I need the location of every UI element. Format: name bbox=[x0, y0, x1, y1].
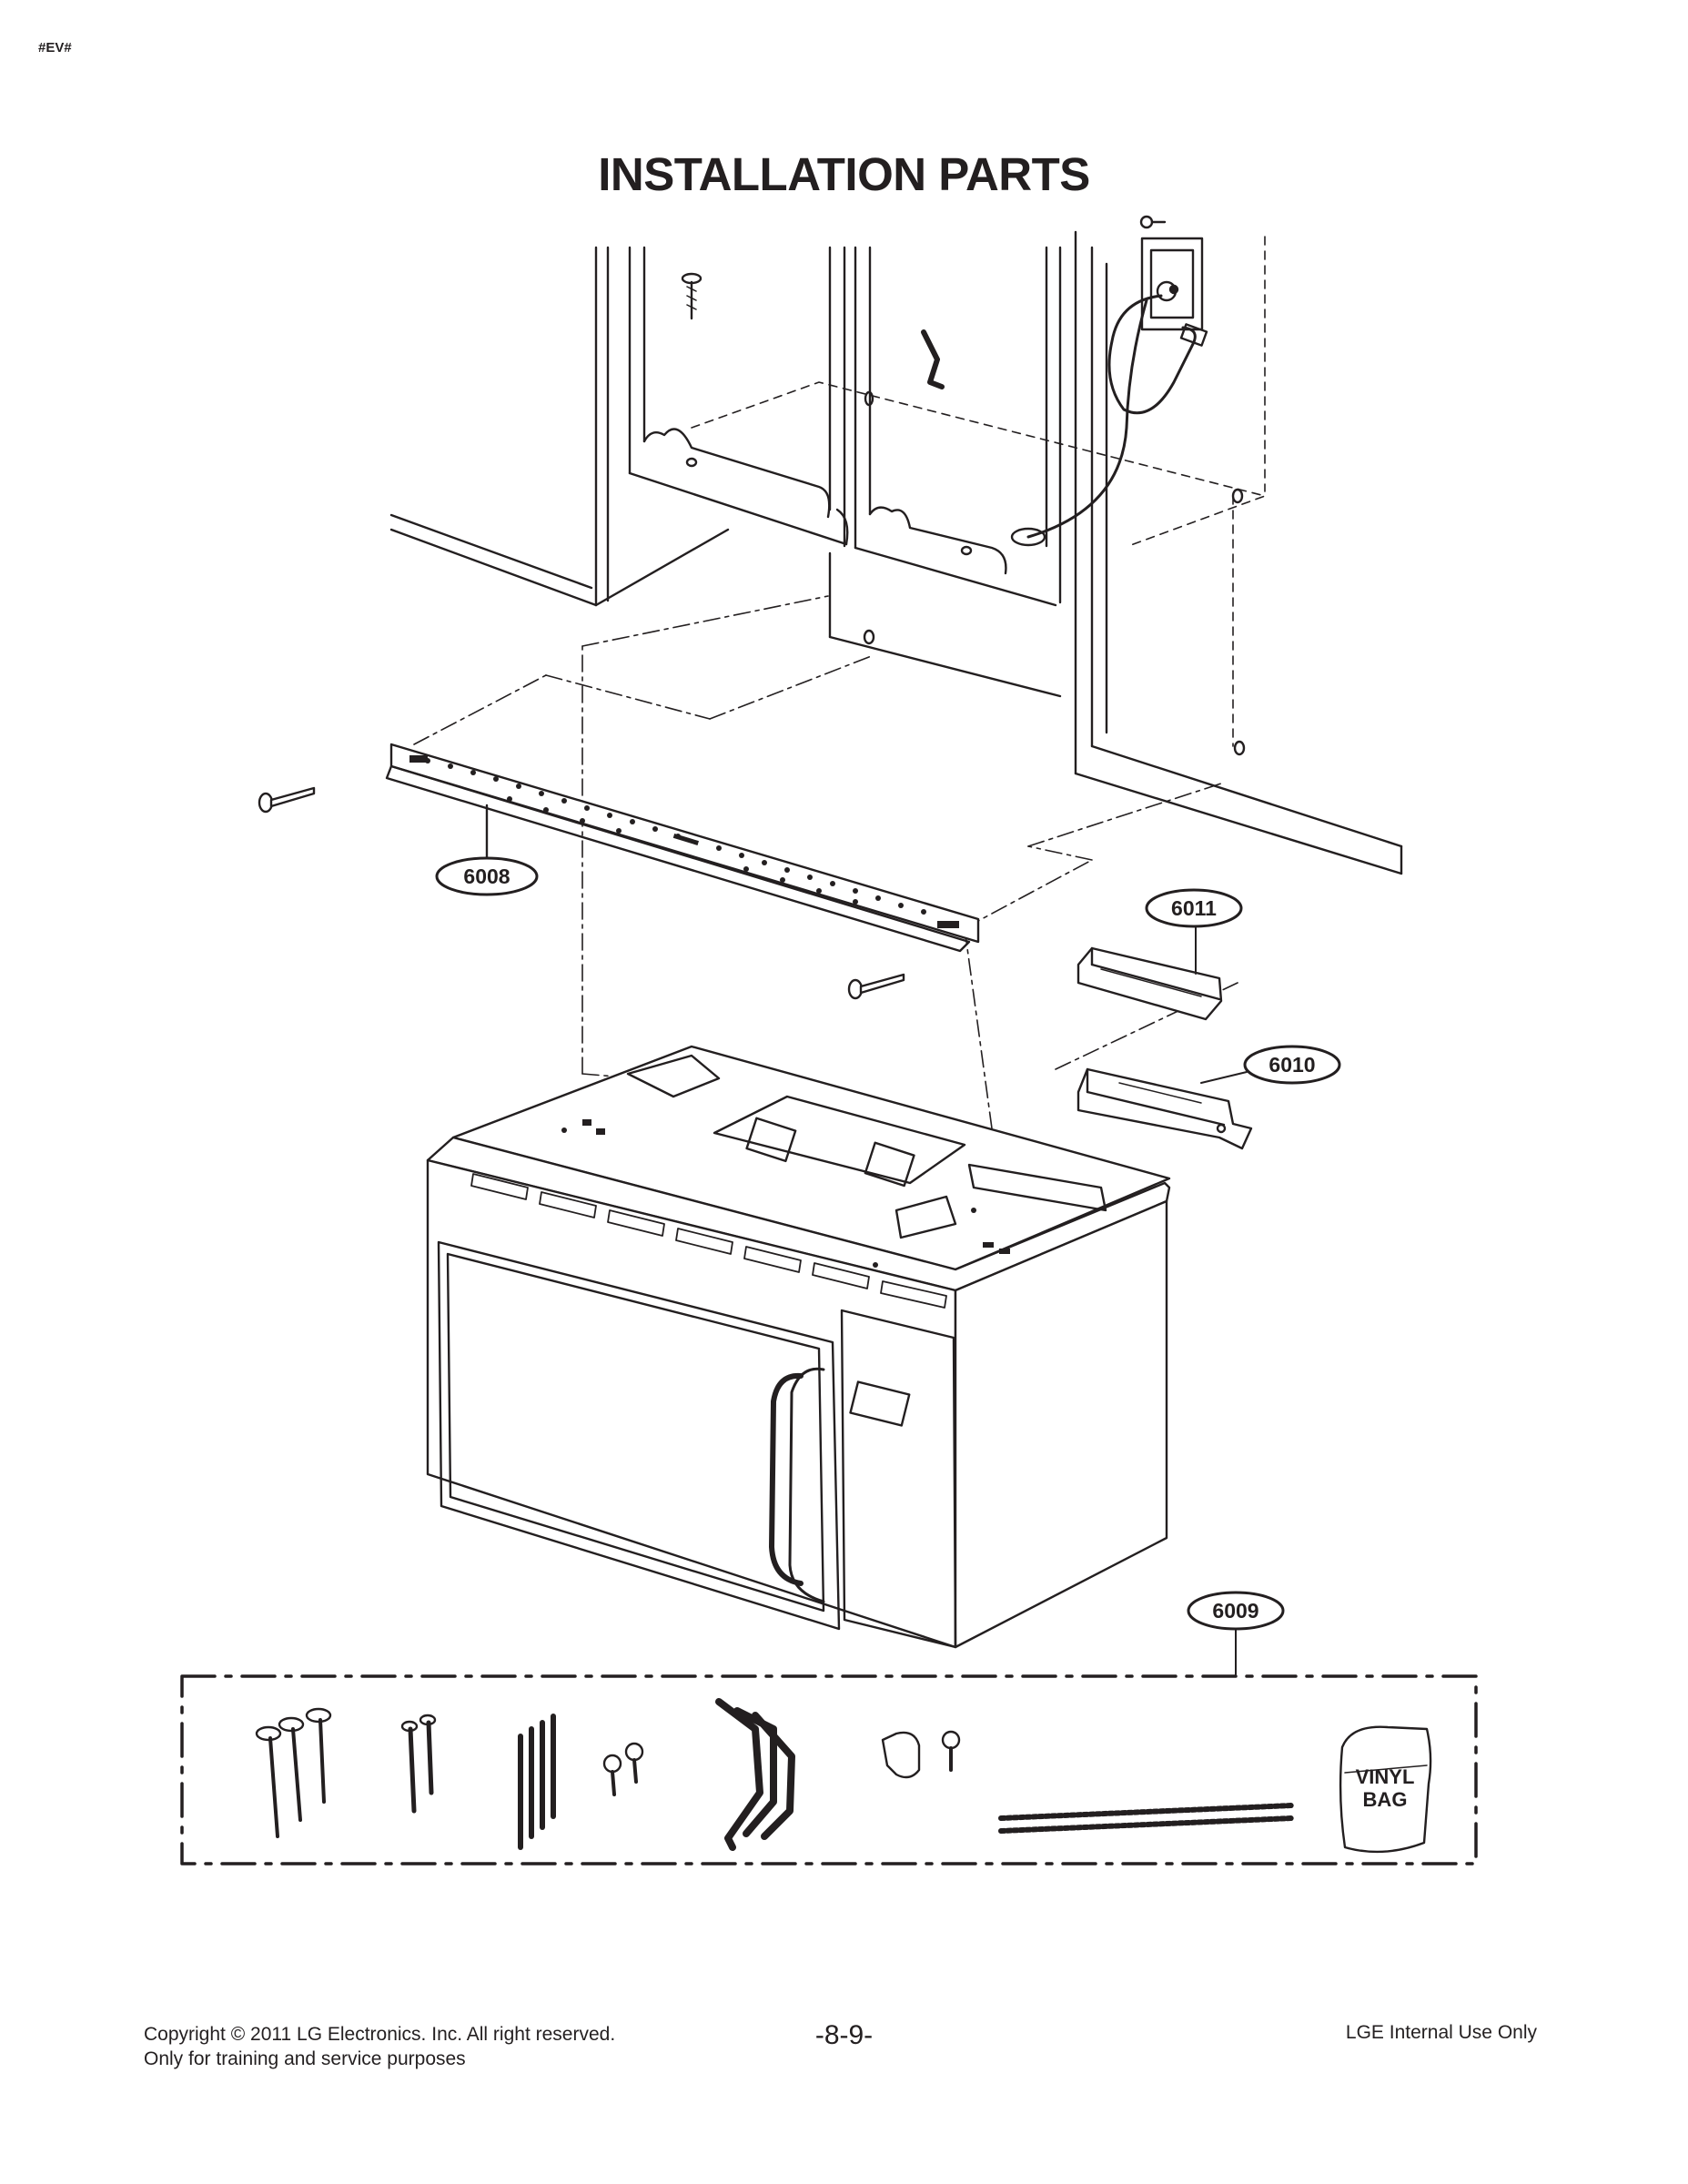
mounting-screw-top bbox=[681, 272, 702, 320]
bag-label-line1: VINYL bbox=[1356, 1765, 1415, 1788]
lag-screws bbox=[400, 1714, 437, 1814]
long-bolts bbox=[518, 1714, 556, 1850]
callout-ovals bbox=[435, 856, 1341, 1631]
footer-left: Copyright © 2011 LG Electronics. Inc. Al… bbox=[144, 2022, 615, 2071]
purpose-text: Only for training and service purposes bbox=[144, 2048, 466, 2069]
page-title: INSTALLATION PARTS bbox=[598, 148, 1090, 200]
bag-label-line2: BAG bbox=[1363, 1788, 1408, 1811]
callout-6008: 6008 bbox=[463, 864, 510, 888]
callout-6011: 6011 bbox=[1171, 896, 1217, 920]
mounting-plate-6008 bbox=[258, 743, 980, 1000]
alignment-lines bbox=[413, 595, 1238, 1138]
cord-clamp bbox=[881, 1730, 961, 1779]
bolt-strips bbox=[998, 1803, 1295, 1834]
small-screws bbox=[602, 1742, 644, 1796]
plate-screw-left bbox=[258, 786, 316, 814]
page-number: -8-9- bbox=[814, 2020, 874, 2050]
callout-6010: 6010 bbox=[1269, 1053, 1315, 1077]
microwave-oven bbox=[426, 1045, 1171, 1649]
toggle-wings bbox=[715, 1698, 795, 1851]
internal-use-notice: LGE Internal Use Only bbox=[1345, 2022, 1537, 2043]
toggle-bolt bbox=[921, 329, 945, 389]
parts-kit-box bbox=[180, 1674, 1478, 1866]
callout-6009: 6009 bbox=[1212, 1599, 1258, 1623]
copyright-text: Copyright © 2011 LG Electronics. Inc. Al… bbox=[144, 2024, 616, 2045]
wood-screws bbox=[255, 1707, 332, 1838]
exhaust-adaptor-6011 bbox=[1076, 946, 1223, 1021]
plate-screw-right bbox=[847, 973, 905, 1000]
upper-cabinets bbox=[389, 215, 1403, 875]
page-code: #EV# bbox=[38, 40, 72, 56]
damper-assembly-6010 bbox=[1076, 1067, 1253, 1150]
vinyl-bag bbox=[1339, 1725, 1432, 1854]
